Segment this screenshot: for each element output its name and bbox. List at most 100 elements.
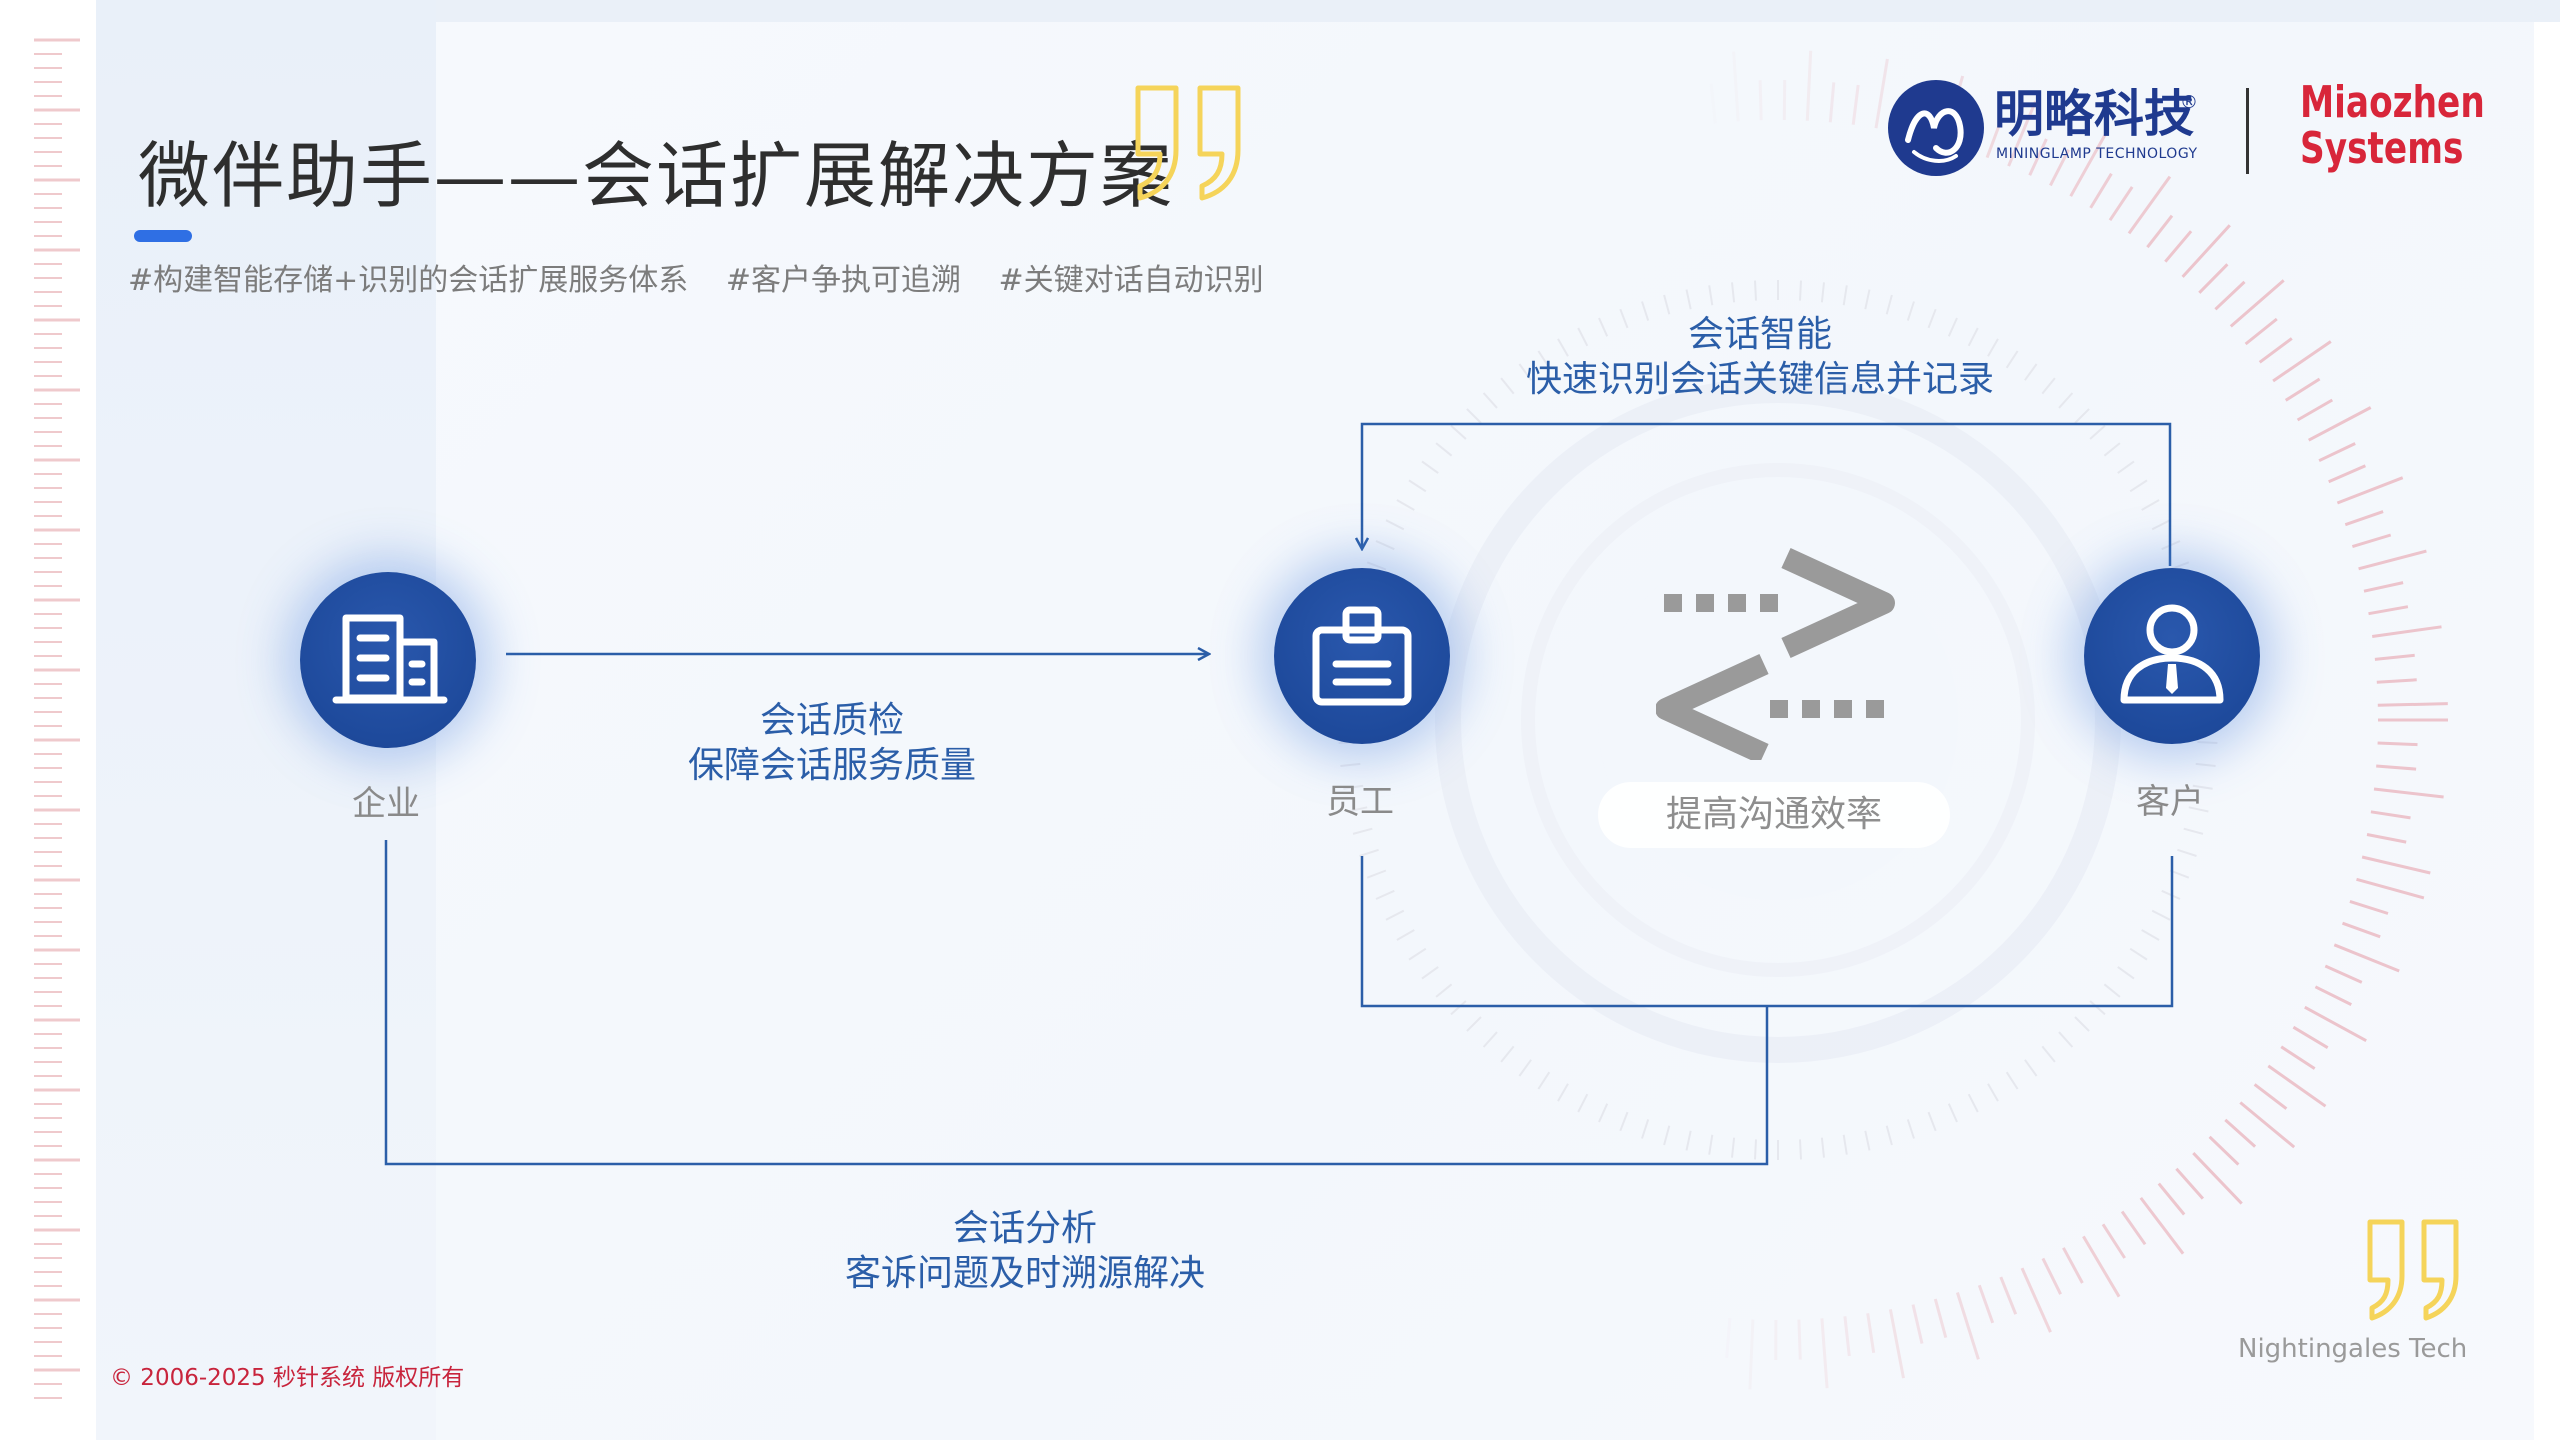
intelligence-caption-line1: 会话智能 [1687, 314, 1832, 355]
inner-ring-tick [2089, 424, 2106, 440]
logo-divider [2246, 88, 2249, 174]
burst-line [1843, 1316, 1851, 1357]
burst-line [2374, 653, 2415, 661]
burst-line [2253, 1083, 2288, 1110]
burst-line [2139, 1196, 2185, 1255]
tag-item: #客户争执可追溯 [725, 263, 961, 298]
inner-ring-tick [2024, 363, 2038, 381]
inner-ring-tick [2089, 1000, 2106, 1016]
burst-line [2328, 464, 2366, 484]
tag-item: #关键对话自动识别 [998, 263, 1264, 298]
burst-line [2324, 964, 2363, 984]
inner-ring-tick [1820, 282, 1825, 303]
inner-ring-tick [1537, 350, 1551, 369]
inner-ring-tick [1557, 338, 1569, 357]
burst-line [2304, 1005, 2367, 1043]
inner-ring-tick [1842, 285, 1848, 306]
burst-line [1999, 1276, 2018, 1315]
inner-ring-tick [1385, 519, 1405, 531]
inner-ring-tick [1598, 317, 1609, 337]
inner-ring-tick [2129, 947, 2148, 961]
inner-ring-tick [2005, 1071, 2019, 1090]
miaozhen-logo-line2: Systems [2300, 123, 2464, 174]
employee-node [1274, 568, 1450, 744]
inner-ring-tick [1375, 540, 1395, 551]
quote-mark-icon [1135, 85, 1241, 201]
burst-line [2370, 810, 2411, 820]
inner-ring-tick [1708, 285, 1714, 306]
inner-ring-tick [1641, 1119, 1650, 1139]
burst-line [2007, 100, 2037, 167]
burst-line [2376, 678, 2417, 684]
burst-line [2361, 855, 2431, 875]
burst-line [2101, 1223, 2126, 1259]
burst-line [2318, 442, 2356, 463]
burst-line [2020, 1267, 2052, 1333]
inner-ring-tick [1619, 1111, 1629, 1132]
inner-ring-tick [1408, 947, 1427, 961]
inner-ring-tick [1754, 1139, 1757, 1160]
burst-line [2214, 280, 2246, 311]
inner-ring-tick [1385, 909, 1405, 921]
analysis-caption-line2: 客诉问题及时溯源解决 [844, 1253, 1205, 1294]
inner-ring-tick [1967, 327, 1979, 347]
burst-line [1911, 1304, 1924, 1344]
inner-ring-tick [2117, 966, 2135, 980]
inner-ring-tick [1731, 282, 1736, 303]
burst-line [2181, 224, 2231, 278]
burst-line [2041, 1257, 2062, 1295]
burst-line [2157, 1182, 2186, 1216]
burst-line [2175, 1167, 2205, 1200]
inner-ring-tick [1408, 479, 1427, 493]
inner-ring-tick [1663, 1125, 1671, 1146]
inner-ring-tick [2005, 350, 2019, 369]
customer-node [2084, 568, 2260, 744]
burst-line [2371, 625, 2442, 638]
inner-ring-tick [1482, 1031, 1498, 1048]
inner-ring-tick [1799, 1139, 1802, 1160]
title-underline [134, 230, 192, 242]
brand-name: Nightingales Tech [2238, 1334, 2468, 1364]
burst-line [2349, 899, 2389, 915]
inner-ring-tick [2117, 460, 2135, 474]
miaozhen-logo-line1: Miaozhen [2300, 77, 2485, 128]
inner-ring-tick [2058, 1031, 2074, 1048]
inner-ring-tick [1820, 1137, 1825, 1158]
inner-ring-tick [1906, 1119, 1915, 1139]
burst-line [1866, 1313, 1876, 1354]
burst-line [2244, 317, 2278, 346]
burst-line [1732, 51, 1740, 122]
inner-ring-tick [1577, 1093, 1589, 1113]
burst-line [2146, 214, 2174, 249]
burst-line [2239, 1101, 2296, 1149]
burst-line [2333, 943, 2400, 973]
inner-ring-tick [1421, 966, 1439, 980]
burst-line [2292, 1025, 2329, 1049]
burst-line [2341, 921, 2381, 939]
burst-line [2358, 549, 2427, 571]
connector-analysis [384, 840, 1769, 1166]
burst-line [1828, 82, 1836, 123]
intelligence-caption-line2: 快速识别会话关键信息并记录 [1525, 359, 1994, 400]
inner-ring-tick [2183, 827, 2204, 835]
inner-ring-tick [2151, 909, 2171, 921]
burst-line [2028, 138, 2048, 176]
miaozhen-logo: Miaozhen Systems [2300, 80, 2537, 172]
burst-line [2229, 279, 2285, 328]
inner-ring-tick [1375, 889, 1395, 900]
inner-ring-tick [1987, 338, 1999, 357]
inner-ring-tick [1598, 1103, 1609, 1123]
inner-ring-tick [1927, 308, 1937, 329]
burst-line [1933, 1298, 1948, 1338]
inner-ring-tick [1731, 1137, 1736, 1158]
burst-line [2368, 605, 2409, 616]
badge-icon [1312, 606, 1412, 706]
inner-ring-tick [1967, 1093, 1979, 1113]
inner-ring-tick [2074, 408, 2090, 424]
burst-line [1820, 1318, 1829, 1389]
employee-label: 员工 [1326, 782, 1394, 822]
inner-ring-tick [1577, 327, 1589, 347]
inner-ring-tick [1663, 294, 1671, 315]
inner-ring-tick [1343, 784, 1364, 790]
